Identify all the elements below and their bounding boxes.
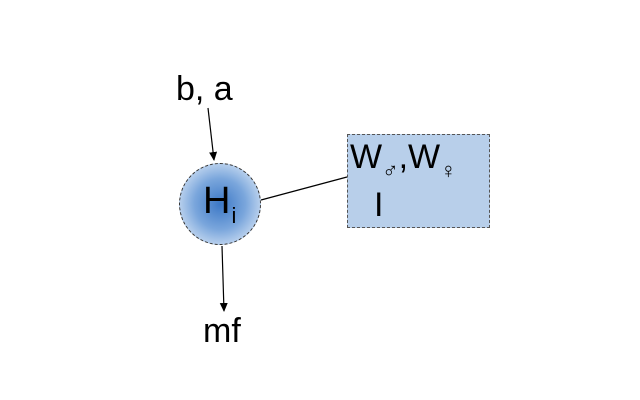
node-main-text: H bbox=[203, 180, 231, 222]
hidden-node-circle bbox=[179, 163, 261, 245]
parameter-box-line-1: W♂,W♀ bbox=[350, 138, 457, 182]
node-subscript: i bbox=[231, 203, 237, 228]
female-symbol-icon: ♀ bbox=[440, 158, 457, 183]
parameter-box bbox=[347, 134, 490, 228]
hidden-node-label: Hi bbox=[203, 180, 236, 227]
input-label: b, a bbox=[176, 70, 233, 108]
separator-comma: , bbox=[398, 138, 409, 176]
output-arrow bbox=[219, 245, 228, 312]
weight-female-letter: W bbox=[408, 138, 441, 176]
input-arrow bbox=[207, 107, 218, 161]
node-box-connector bbox=[260, 176, 348, 201]
male-symbol-icon: ♂ bbox=[382, 158, 399, 183]
parameter-box-line-2: I bbox=[374, 186, 384, 224]
weight-male-letter: W bbox=[350, 138, 383, 176]
output-label: mf bbox=[203, 312, 241, 350]
